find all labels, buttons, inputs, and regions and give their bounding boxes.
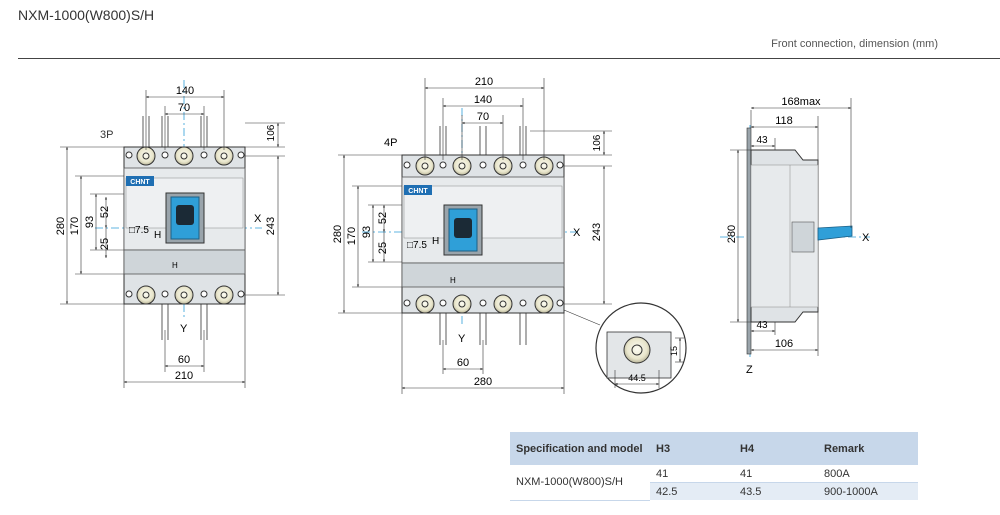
page-title: NXM-1000(W800)S/H [18, 7, 155, 23]
header-remark: Remark [818, 432, 918, 465]
axis-3p-y: Y [180, 323, 188, 335]
dim-4p-70: 70 [477, 111, 489, 123]
cell-remark: 900-1000A [818, 482, 918, 500]
dim-4p-93: 93 [361, 226, 373, 238]
dim-side-118: 118 [775, 115, 793, 127]
dim-3p-170: 170 [69, 217, 81, 235]
dim-4p-243: 243 [591, 223, 603, 241]
top-terminals-3p [125, 146, 245, 166]
bottom-terminals-4p [403, 294, 564, 314]
dim-4p-210: 210 [475, 76, 493, 88]
dim-4p-280-bottom: 280 [474, 376, 492, 388]
header-h4: H4 [734, 432, 818, 465]
dim-4p-140: 140 [474, 94, 492, 106]
dim-3p-280: 280 [55, 217, 67, 235]
dim-4p-60: 60 [457, 357, 469, 369]
mark-4p-h: H [432, 236, 439, 247]
dim-4p-52: 52 [377, 212, 389, 224]
dim-side-43-bottom: 43 [756, 320, 768, 331]
model-cell: NXM-1000(W800)S/H [510, 465, 650, 501]
cell-h4: 43.5 [734, 482, 818, 500]
mark-3p-h2: H [172, 261, 178, 270]
dimension-drawing: CHNT 3P 140 [55, 76, 870, 394]
view-4p: CHNT 4P [332, 76, 687, 394]
mark-3p-h: H [154, 230, 161, 241]
dim-4p-106: 106 [592, 134, 603, 151]
header-spec-model: Specification and model [510, 432, 650, 465]
dim-3p-25: 25 [99, 238, 111, 250]
dim-3p-106: 106 [266, 124, 277, 141]
mark-4p-h2: H [450, 276, 456, 285]
dim-3p-60: 60 [178, 354, 190, 366]
dim-3p-243: 243 [265, 217, 277, 235]
dim-3p-140: 140 [176, 85, 194, 97]
view-3p: CHNT 3P 140 [55, 80, 285, 388]
top-terminals-4p [403, 156, 564, 176]
table-row: NXM-1000(W800)S/H 41 41 800A [510, 465, 918, 501]
dim-side-280: 280 [726, 225, 738, 243]
dim-3p-210: 210 [175, 370, 193, 382]
cell-remark: 800A [818, 465, 918, 483]
label-4p: 4P [384, 137, 397, 149]
dim-side-168max: 168max [781, 96, 821, 108]
header-rule [18, 58, 1000, 59]
dim-4p-170: 170 [346, 227, 358, 245]
brand-logo-3p: CHNT [130, 179, 150, 186]
cell-h4: 41 [734, 465, 818, 483]
cell-h3: 41 [650, 465, 734, 483]
bottom-terminals-3p [125, 285, 245, 305]
axis-side-x: X [862, 232, 870, 244]
dim-detail-44-5: 44.5 [628, 373, 646, 383]
terminal-detail-magnifier: 15 44.5 [563, 302, 687, 394]
view-side: 168max 118 43 280 43 106 X Z [720, 96, 870, 376]
spec-table-header: Specification and model H3 H4 Remark [510, 432, 918, 465]
header-h3: H3 [650, 432, 734, 465]
dim-detail-15: 15 [669, 346, 679, 356]
page-subtitle: Front connection, dimension (mm) [771, 38, 938, 50]
axis-3p-x: X [254, 213, 262, 225]
dim-4p-7-5: □7.5 [407, 240, 427, 251]
cell-h3: 42.5 [650, 482, 734, 500]
axis-4p-y: Y [458, 333, 466, 345]
dim-3p-7-5: □7.5 [129, 225, 149, 236]
dim-side-43-top: 43 [756, 135, 768, 146]
dim-4p-25: 25 [377, 242, 389, 254]
axis-side-z: Z [746, 364, 753, 376]
dim-3p-93: 93 [84, 216, 96, 228]
table-row: 42.5 43.5 900-1000A [510, 482, 918, 500]
dim-4p-280: 280 [332, 225, 344, 243]
dim-side-106: 106 [775, 338, 793, 350]
dim-3p-70: 70 [178, 102, 190, 114]
dim-3p-52: 52 [99, 206, 111, 218]
label-3p: 3P [100, 129, 113, 141]
spec-table: Specification and model H3 H4 Remark NXM… [510, 432, 918, 501]
brand-logo-4p: CHNT [408, 188, 428, 195]
axis-4p-x: X [573, 227, 581, 239]
